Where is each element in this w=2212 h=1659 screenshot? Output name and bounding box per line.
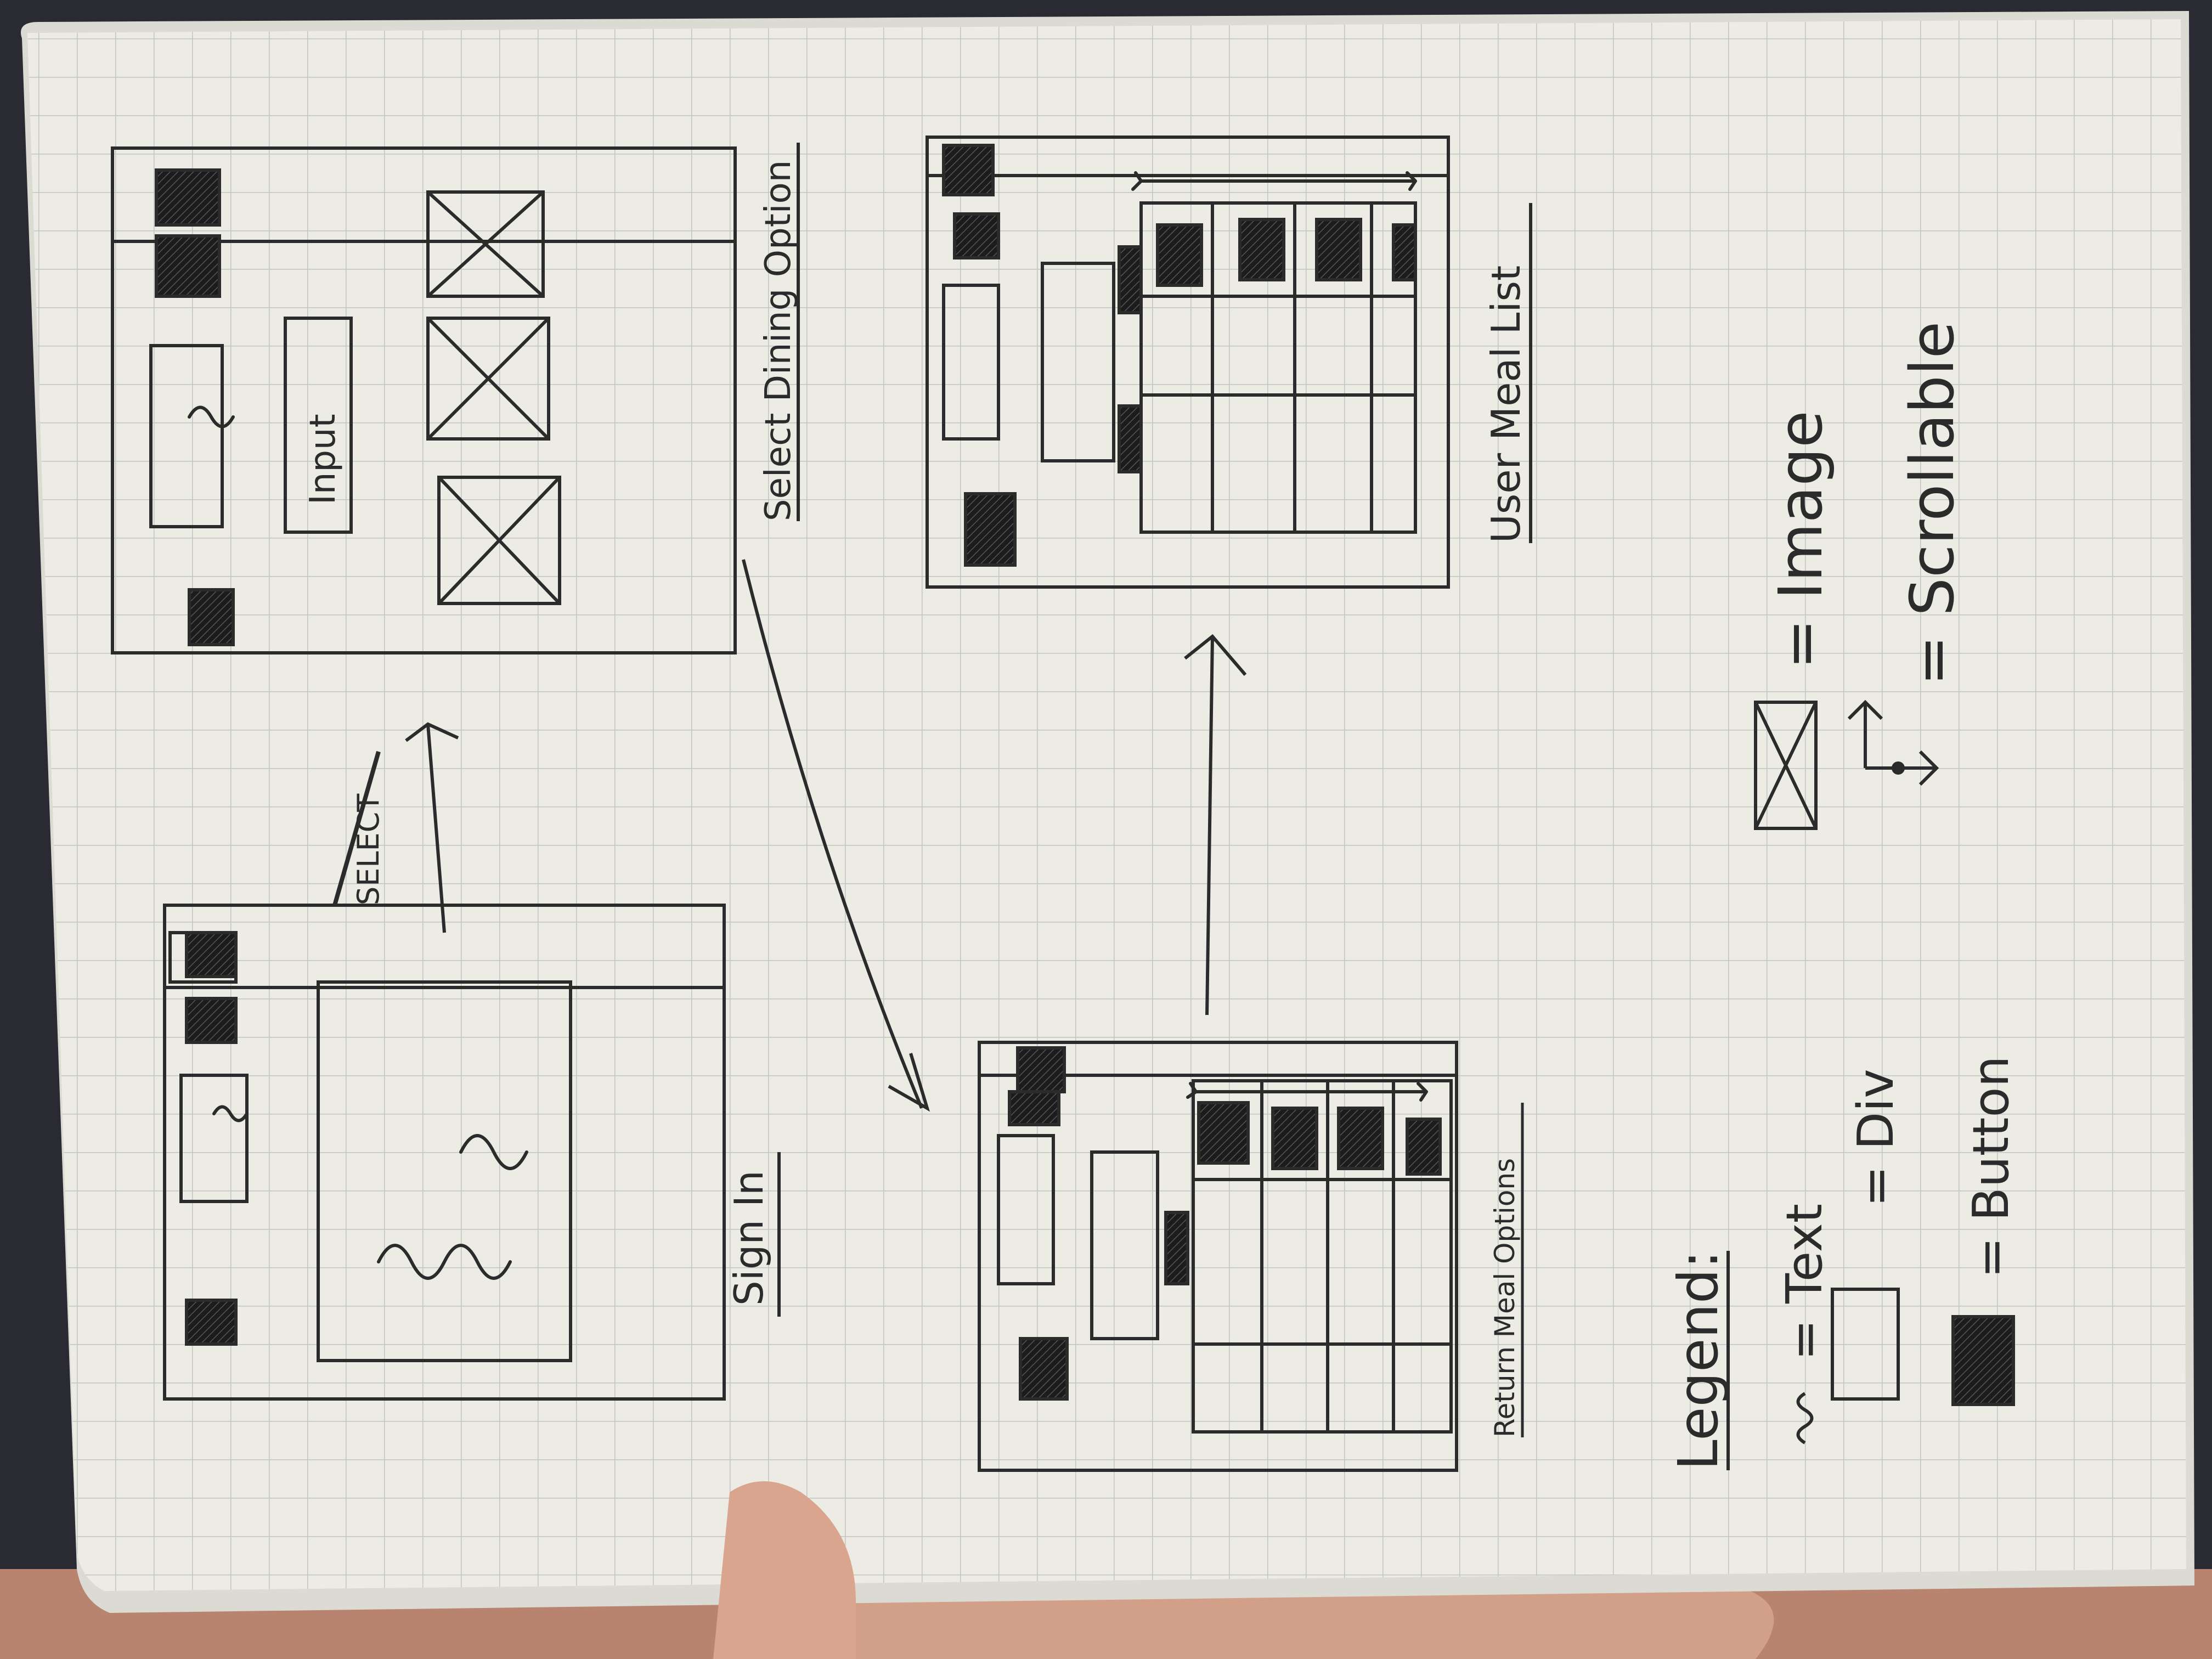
image-placeholder-icon [1754,701,1818,830]
screen-title-select-dining: Select Dining Option [758,160,799,521]
screen-title-return-meal: Return Meal Options [1489,1158,1521,1437]
menu-button [185,997,238,1044]
small-button [1118,245,1143,314]
div-box-icon [1831,1288,1900,1401]
grid-item-button [1392,223,1417,281]
description-div [1090,1150,1159,1340]
menu-button [155,234,221,298]
legend-image-label: = Image [1765,410,1836,669]
text-squiggle-icon [1796,1392,1814,1444]
sign-in-wireframe [163,904,726,1401]
crossed-note: SELECT [351,793,386,905]
flow-arrow [405,722,459,933]
input-field-box [284,317,353,534]
content-div [317,980,572,1362]
menu-button [185,1299,238,1346]
scrollable-grid [1139,201,1417,534]
image-placeholder-icon [426,317,550,441]
small-button [1118,404,1143,473]
menu-button [188,588,235,646]
notebook-page [21,11,2194,1613]
select-dining-wireframe [111,146,737,654]
input-label: Input [303,414,343,505]
text-squiggle-icon [188,405,235,428]
header-text-div [149,344,224,528]
header-text-div [179,1074,249,1203]
flow-arrow [742,559,930,1112]
legend-div-label: = Div [1847,1069,1905,1207]
grid-item-button [1156,223,1203,287]
menu-button [942,144,995,196]
legend-scrollable-label: = Scrollable [1897,321,1967,686]
menu-button [185,931,238,978]
menu-button [1016,1046,1066,1093]
legend-title: Legend: [1666,1250,1730,1470]
flow-arrow [1184,634,1247,1015]
grid-item-button [1238,218,1285,281]
menu-button [953,212,1000,259]
legend-text-label: = Text [1776,1204,1833,1361]
screen-title-sign-in: Sign In [726,1170,772,1306]
thumb [713,1481,856,1659]
button-hatched-icon [1951,1315,2015,1406]
legend-button-label: = Button [1962,1056,2020,1278]
scrollable-grid [1192,1079,1453,1434]
screen-title-user-meal: User Meal List [1483,266,1529,543]
menu-button [1019,1337,1069,1401]
grid-item-button [1406,1118,1442,1176]
legend: Legend: = Text = Div = Button = Image = … [1666,321,2020,1470]
scroll-arrows-icon [1847,699,1939,786]
scroll-arrows-icon [1131,171,1417,191]
menu-button [1008,1090,1060,1126]
user-meal-wireframe [926,136,1450,589]
header-text-div [942,284,1000,441]
header-text-div [997,1134,1055,1285]
small-button [1164,1211,1189,1285]
menu-button [964,492,1017,567]
menu-button [155,168,221,227]
text-squiggle-icon [459,1134,528,1170]
text-squiggle-icon [212,1105,249,1122]
image-placeholder-icon [426,190,545,298]
grid-item-button [1337,1107,1384,1170]
grid-item-button [1197,1101,1250,1165]
scroll-arrows-icon [1186,1082,1428,1102]
grid-item-button [1271,1107,1318,1170]
image-placeholder-icon [437,476,561,605]
grid-item-button [1315,218,1362,281]
description-div [1041,262,1115,462]
text-squiggle-icon [377,1244,512,1280]
return-meal-wireframe [978,1041,1458,1472]
